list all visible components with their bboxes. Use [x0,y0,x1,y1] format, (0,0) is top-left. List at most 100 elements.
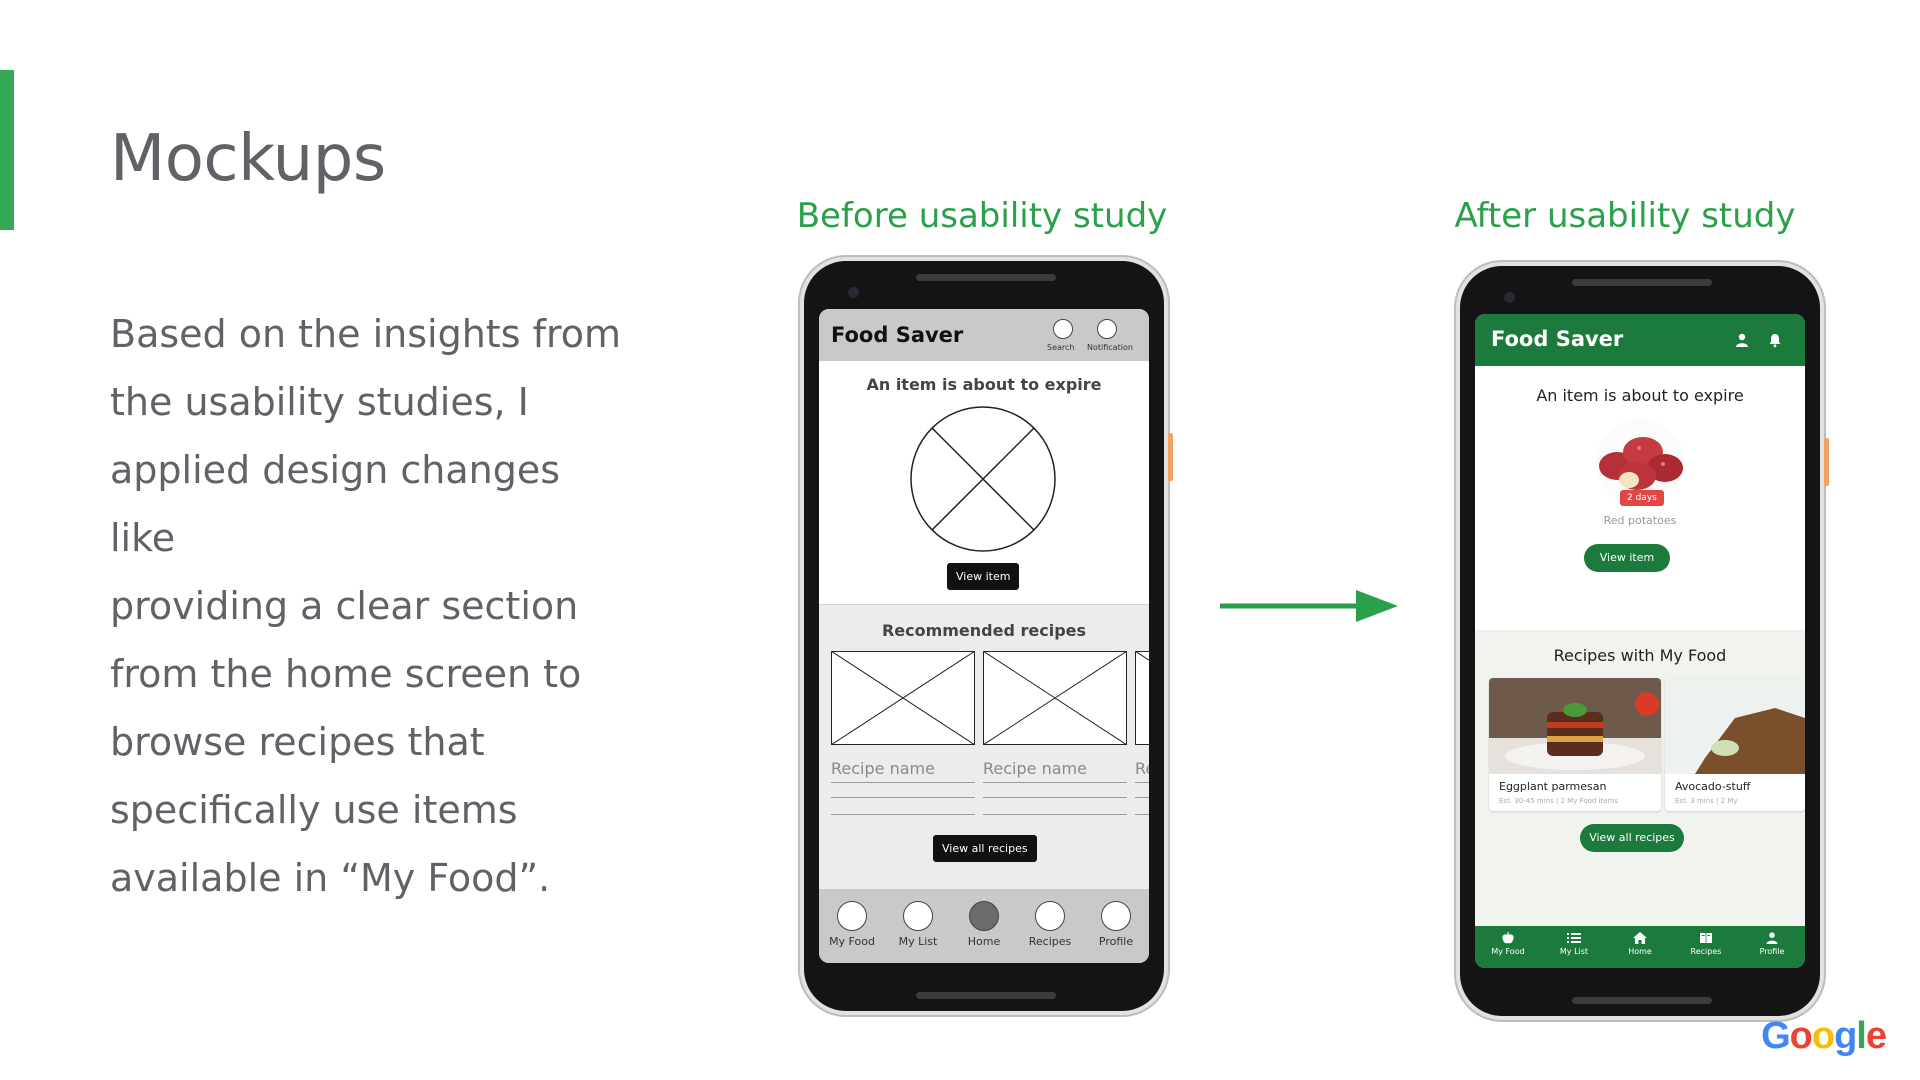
nav-item-profile[interactable]: Profile [1084,901,1148,963]
expire-title: An item is about to expire [1536,386,1744,405]
avocado-recipe-image [1665,678,1805,774]
notification-label: Notification [1087,343,1133,352]
divider [831,814,975,815]
notification-icon[interactable] [1097,319,1117,339]
image-placeholder-icon [910,406,1056,552]
nav-item-my-list[interactable]: My List [886,901,950,963]
recipes-title: Recipes with My Food [1553,646,1727,665]
recipe-name: Recipe name [831,759,935,778]
phone-camera [1504,292,1515,303]
bottom-nav: My Food My List Home Recipes Profile [819,889,1149,963]
nav-label: Recipes [1690,947,1722,956]
list-icon [1567,933,1581,943]
divider [1135,814,1149,815]
nav-label: Home [967,935,1001,948]
nav-item-recipes[interactable]: Recipes [1676,932,1736,968]
phone-camera [848,287,859,298]
nav-icon [1035,901,1065,931]
nav-label: Recipes [1028,935,1072,948]
divider [983,814,1127,815]
person-icon [1766,932,1778,944]
slide-body-text: Based on the insights from the usability… [110,312,621,900]
bottom-nav: My Food My List Home [1475,926,1805,968]
recipe-name: Avocado-stuff [1675,780,1751,793]
expire-section: An item is about to expire View item [819,361,1149,605]
nav-item-recipes[interactable]: Recipes [1018,901,1082,963]
divider [1135,782,1149,783]
nav-item-home[interactable]: Home [952,901,1016,963]
image-placeholder-icon [982,650,1128,746]
eggplant-parmesan-image [1489,678,1661,774]
nav-label: My List [1559,947,1589,956]
apple-icon [1502,932,1514,944]
phone-speaker [1572,279,1712,286]
app-bar: Food Saver [1475,314,1805,366]
image-placeholder-icon [1134,650,1149,745]
recipe-card[interactable]: Recipe name [830,650,976,815]
nav-item-my-list[interactable]: My List [1544,932,1604,968]
nav-icon [969,901,999,931]
after-heading: After usability study [1454,196,1796,236]
person-icon[interactable] [1734,332,1750,348]
bell-icon[interactable] [1767,332,1783,348]
divider [831,797,975,798]
recipe-name: Recipe name [983,759,1087,778]
recipe-card[interactable]: Eggplant parmesan Est. 30-45 mins | 2 My… [1489,678,1661,811]
google-logo: Google [1761,1015,1887,1057]
slide-title: Mockups [110,122,386,196]
divider [983,782,1127,783]
recipe-meta: Est. 3 mins | 2 My [1675,797,1738,805]
nav-label: My Food [1491,947,1525,956]
phone-bottom-bar [1572,997,1712,1004]
view-item-button[interactable]: View item [947,563,1020,590]
recipe-card[interactable]: Recipe name [982,650,1128,815]
recipe-meta: Est. 30-45 mins | 2 My Food items [1499,797,1619,805]
wireframe-screen: Food Saver Search Notification An item i… [819,309,1149,963]
recipes-with-my-food-section: Recipes with My Food Eggplant parmesan E… [1475,630,1805,872]
nav-icon [1101,901,1131,931]
expire-section: An item is about to expire 2 days Red po… [1475,366,1805,630]
phone-side-button [1824,438,1829,486]
recommended-title: Recommended recipes [881,621,1087,640]
red-potatoes-image [1596,418,1684,506]
phone-speaker [916,274,1056,281]
app-title: Food Saver [831,323,964,347]
nav-icon [837,901,867,931]
recipe-card[interactable]: Re [1134,650,1149,815]
search-icon[interactable] [1053,319,1073,339]
view-item-button[interactable]: View item [1584,544,1670,572]
arrow-right-icon [1220,590,1398,622]
nav-label: My List [898,935,938,948]
nav-item-my-food[interactable]: My Food [820,901,884,963]
book-icon [1700,933,1712,943]
phone-after: Food Saver An item is about to expire [1456,262,1829,1020]
nav-icon [903,901,933,931]
home-icon [1633,932,1647,944]
view-all-recipes-button[interactable]: View all recipes [1580,824,1684,852]
before-heading: Before usability study [796,196,1168,236]
divider [831,782,975,783]
app-title: Food Saver [1491,327,1624,351]
divider [1135,797,1149,798]
divider [983,797,1127,798]
nav-item-home[interactable]: Home [1610,932,1670,968]
phone-bottom-bar [916,992,1056,999]
accent-bar [0,70,14,230]
nav-item-profile[interactable]: Profile [1742,932,1802,968]
days-badge: 2 days [1620,490,1664,506]
expire-title: An item is about to expire [866,375,1102,394]
recipe-name: Eggplant parmesan [1499,780,1607,793]
nav-label: My Food [829,935,875,948]
view-all-recipes-button[interactable]: View all recipes [933,835,1037,862]
image-placeholder-icon [830,650,976,746]
phone-side-button [1168,433,1173,481]
nav-label: Profile [1759,947,1785,956]
recipe-name: Re [1135,759,1149,778]
food-name: Red potatoes [1603,514,1677,527]
nav-label: Home [1628,947,1652,956]
final-screen: Food Saver An item is about to expire [1475,314,1805,968]
phone-before: Food Saver Search Notification An item i… [800,257,1173,1015]
search-label: Search [1047,343,1075,352]
nav-item-my-food[interactable]: My Food [1478,932,1538,968]
recipe-card[interactable]: Avocado-stuff Est. 3 mins | 2 My [1665,678,1805,811]
